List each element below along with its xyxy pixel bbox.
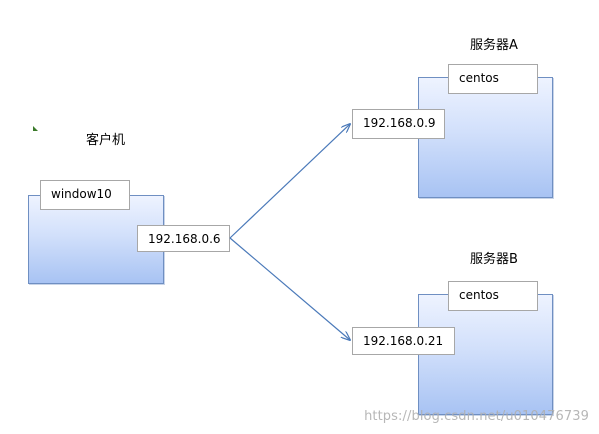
server-a-title: 服务器A [470,38,518,53]
watermark-text: https://blog.csdn.net/u010476739 [364,409,589,424]
server-a-ip-label: 192.168.0.9 [352,109,445,139]
server-b-ip-label: 192.168.0.21 [352,327,455,355]
server-b-os-label: centos [448,281,538,311]
client-os-label: window10 [40,180,130,210]
client-ip-label: 192.168.0.6 [137,225,230,252]
edge-client-to-server-a [229,124,350,239]
server-a-os-label: centos [448,64,538,94]
corner-marker [33,126,38,131]
client-title: 客户机 [86,133,126,148]
edge-client-to-server-b [229,237,350,340]
server-b-title: 服务器B [470,252,518,267]
